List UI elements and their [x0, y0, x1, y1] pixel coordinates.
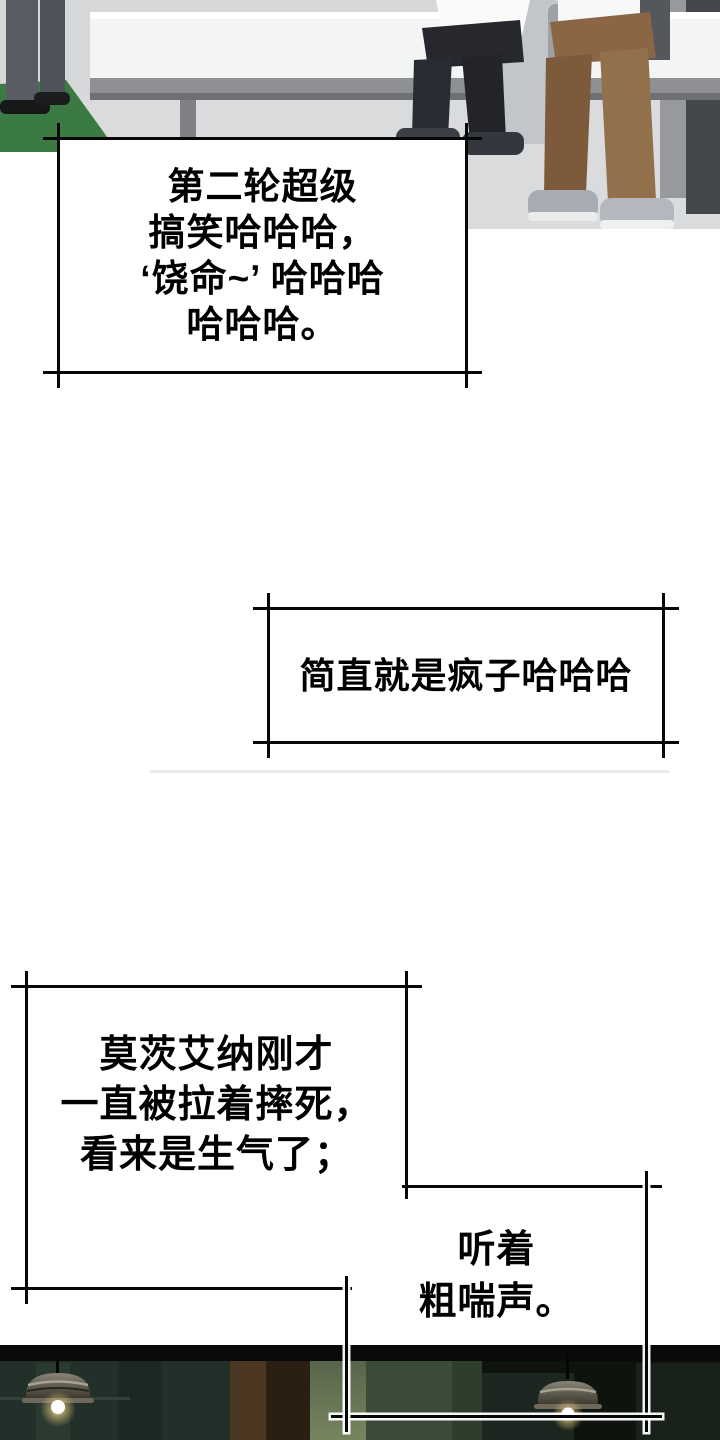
- caption-4-border-right: [645, 1171, 648, 1432]
- bottom-panel-art: [0, 1345, 720, 1440]
- seated-person-brown-pants: [528, 0, 674, 229]
- ceiling: [0, 1345, 720, 1361]
- caption-2-border-bottom: [253, 741, 679, 744]
- caption-3-text: 莫茨艾纳刚才 一直被拉着摔死， 看来是生气了；: [60, 1034, 373, 1176]
- caption-3-border-left: [25, 971, 28, 1304]
- caption-1-border-bottom: [43, 371, 482, 374]
- caption-4-text: 听着 粗喘声。: [418, 1229, 575, 1323]
- caption-3-border-right: [405, 971, 408, 1199]
- caption-box-3: [25, 985, 408, 1290]
- caption-2-border-right: [662, 593, 665, 758]
- caption-box-2: [267, 607, 665, 744]
- standing-person-legs: [0, 0, 70, 114]
- caption-4-border-bottom: [331, 1415, 662, 1418]
- caption-box-1: [57, 137, 468, 374]
- caption-2-text: 简直就是疯子哈哈哈: [299, 654, 633, 696]
- caption-4-border-left: [345, 1276, 348, 1432]
- caption-2-border-top: [253, 607, 679, 610]
- caption-1-border-right: [465, 123, 468, 388]
- caption-1-text: 第二轮超级 搞笑哈哈哈， ‘饶命~’ 哈哈哈 哈哈哈。: [140, 165, 385, 345]
- left-ceiling-lamp: [22, 1359, 94, 1427]
- caption-4-border-top: [402, 1185, 662, 1188]
- bottom-panel-illustration: [0, 1345, 720, 1440]
- lit-doorway: [310, 1355, 366, 1440]
- dark-room-walls: [0, 1345, 720, 1440]
- caption-3-border-bottom: [11, 1287, 352, 1290]
- caption-1-border-left: [57, 123, 60, 388]
- caption-1-border-top: [43, 137, 482, 140]
- caption-2-border-left: [267, 593, 270, 758]
- caption-3-border-top: [11, 985, 422, 988]
- caption-box-4: [345, 1185, 648, 1345]
- panel-seam-line: [150, 770, 670, 773]
